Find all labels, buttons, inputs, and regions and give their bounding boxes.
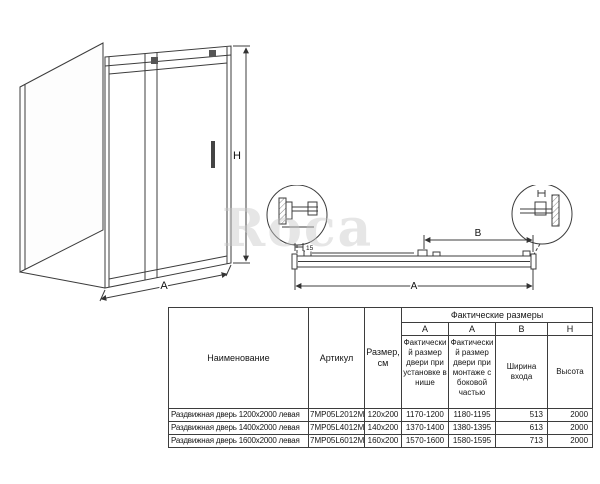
dim-h-label: H	[233, 150, 241, 162]
plan-view: B A 15	[266, 185, 573, 294]
col-header-article: Артикул	[308, 307, 365, 409]
cell-size: 160x200	[364, 434, 402, 448]
dim-15-label: 15	[306, 245, 314, 252]
dim-b-label: B	[475, 228, 482, 239]
cell-a-side: 1380-1395	[448, 421, 496, 435]
cell-b: 713	[495, 434, 548, 448]
cell-a-niche: 1570-1600	[401, 434, 449, 448]
cell-article: 7MP05L4012M	[308, 421, 365, 435]
dim-a-label: A	[160, 280, 168, 292]
cell-article: 7MP05L6012M	[308, 434, 365, 448]
cell-name: Раздвижная дверь 1600x2000 левая	[168, 434, 309, 448]
desc-a-niche: Фактический размер двери при установке в…	[401, 335, 449, 409]
col-header-b: B	[495, 322, 548, 336]
dimension-15	[294, 243, 304, 251]
dimension-a-plan	[294, 269, 534, 290]
cell-name: Раздвижная дверь 1200x2000 левая	[168, 408, 309, 422]
cell-h: 2000	[546, 408, 594, 422]
cell-b: 613	[495, 421, 548, 435]
cell-h: 2000	[546, 421, 594, 435]
dim-a-plan-label: A	[411, 281, 418, 292]
roller-left-icon	[151, 57, 158, 64]
desc-height: Высота	[546, 335, 594, 409]
dimension-h	[233, 45, 250, 264]
dimension-b	[423, 235, 534, 252]
isometric-view: H A	[19, 42, 250, 302]
sliding-door	[104, 45, 232, 289]
cell-article: 7MP05L2012M	[308, 408, 365, 422]
cell-size: 120x200	[364, 408, 402, 422]
col-header-name: Наименование	[168, 307, 309, 409]
desc-entrance-width: Ширина входа	[495, 335, 548, 409]
cell-a-side: 1180-1195	[448, 408, 496, 422]
col-header-a-side: A	[448, 322, 496, 336]
detail-circle-right	[511, 185, 573, 255]
cell-h: 2000	[546, 434, 594, 448]
cell-a-niche: 1170-1200	[401, 408, 449, 422]
cell-size: 140x200	[364, 421, 402, 435]
cell-a-side: 1580-1595	[448, 434, 496, 448]
specification-table: Наименование Артикул Размер, см Фактичес…	[168, 307, 594, 448]
table-row: Раздвижная дверь 1200x2000 левая 7MP05L2…	[168, 408, 594, 422]
roller-right-icon	[209, 50, 216, 57]
detail-circle-left	[266, 185, 328, 254]
cell-name: Раздвижная дверь 1400x2000 левая	[168, 421, 309, 435]
track-top-view	[291, 249, 537, 270]
door-handle	[211, 141, 215, 168]
cell-b: 513	[495, 408, 548, 422]
desc-a-side: Фактический размер двери при монтаже с б…	[448, 335, 496, 409]
table-row: Раздвижная дверь 1400x2000 левая 7MP05L4…	[168, 421, 594, 435]
col-header-size: Размер, см	[364, 307, 402, 409]
dimension-a-iso	[99, 264, 232, 302]
side-panel	[19, 42, 106, 289]
col-header-h: H	[546, 322, 594, 336]
table-row: Раздвижная дверь 1600x2000 левая 7MP05L6…	[168, 434, 594, 448]
col-header-a-niche: A	[401, 322, 449, 336]
col-header-actual-sizes: Фактические размеры	[400, 307, 594, 323]
cell-a-niche: 1370-1400	[401, 421, 449, 435]
